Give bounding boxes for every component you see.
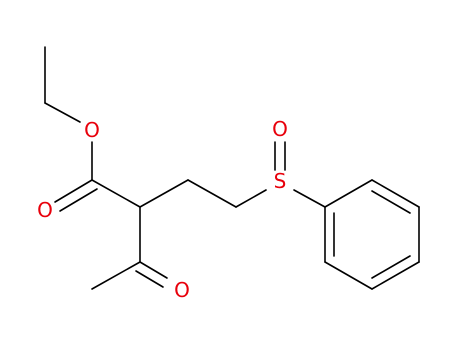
bond-ring-1	[324, 179, 373, 208]
bond-alpha-ch2	[139, 179, 189, 208]
bond-ch2-sulfur	[235, 189, 267, 208]
bond-carbonyl-double-2	[59, 188, 98, 212]
bond-ch2-ester-o	[44, 102, 81, 123]
bonds	[44, 46, 420, 290]
sulfur-label: S	[274, 169, 287, 193]
acetyl-oxygen-label: O	[174, 278, 190, 302]
bond-acetyl-methyl	[91, 261, 141, 290]
bond-ring-inner-2	[371, 255, 411, 279]
bond-carbonyl-double-1	[54, 179, 93, 203]
sulfinyl-oxygen-label: O	[272, 117, 288, 141]
bond-carbonyl-alpha	[91, 179, 141, 208]
bond-acetyl-double-2	[135, 270, 164, 288]
atom-labels: O O O S O	[37, 117, 288, 302]
bond-ring-2	[371, 179, 420, 208]
bond-ch2-ch2	[187, 179, 237, 208]
bond-ring-4	[371, 261, 420, 290]
bond-sulfur-phenyl	[293, 189, 326, 208]
bond-ring-5	[324, 261, 373, 290]
ester-oxygen-label: O	[84, 118, 100, 142]
bond-acetyl-double-1	[139, 261, 168, 279]
bond-ring-inner-1	[371, 190, 411, 214]
carbonyl-oxygen-label: O	[37, 198, 53, 222]
